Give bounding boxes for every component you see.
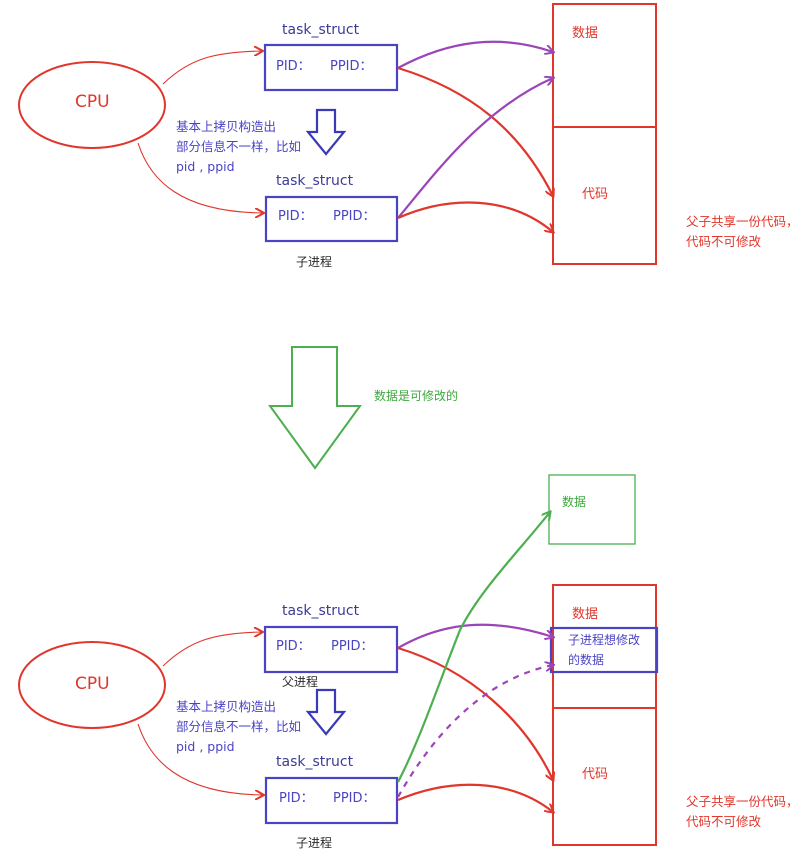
parent-to-code-arrow-top [397, 66, 553, 196]
cpu-to-child-arrow-bottom [137, 723, 263, 795]
child-pid-label-top: PID： [278, 209, 313, 224]
cpu-to-parent-arrow-bottom [162, 632, 262, 667]
parent-struct-title-bottom: task_struct [282, 603, 360, 619]
modify-target-box [549, 626, 659, 674]
parent-caption-bottom: 父进程 [282, 675, 319, 689]
child-ppid-label-top: PPID： [333, 209, 376, 224]
cpu-label-top: CPU [75, 92, 110, 112]
parent-task-struct-box-top [263, 43, 399, 92]
child-ppid-label-bottom: PPID： [333, 791, 376, 806]
parent-to-data-arrow-bottom [397, 623, 553, 649]
memory-block-bottom [552, 584, 657, 846]
memory-data-label-top: 数据 [572, 26, 599, 41]
child-to-old-data-dashed-arrow [397, 665, 553, 798]
child-caption-top: 子进程 [296, 255, 333, 269]
memory-code-label-bottom: 代码 [582, 767, 609, 782]
copy-down-arrow-bottom [305, 688, 347, 736]
child-to-code-arrow-bottom [397, 783, 553, 812]
copy-down-arrow-top [305, 108, 347, 156]
share-note-bottom: 父子共享一份代码， 代码不可修改 [686, 794, 799, 829]
parent-task-struct-box-bottom [263, 625, 399, 674]
parent-ppid-label-top: PPID： [330, 59, 373, 74]
parent-pid-label-bottom: PID： [276, 639, 311, 654]
cpu-label-bottom: CPU [75, 674, 110, 694]
memory-code-label-top: 代码 [582, 187, 609, 202]
child-struct-title-bottom: task_struct [276, 754, 354, 770]
memory-block-top [552, 3, 657, 265]
child-struct-title-top: task_struct [276, 173, 354, 189]
memory-data-label-bottom: 数据 [572, 607, 599, 622]
child-task-struct-box-bottom [264, 776, 399, 825]
modify-box-text: 子进程想修改 的数据 [568, 633, 641, 667]
data-modifiable-note: 数据是可修改的 [374, 389, 459, 403]
parent-to-data-arrow-top [397, 40, 553, 69]
copy-note-top: 基本上拷贝构造出 部分信息不一样，比如 pid , ppid [176, 119, 302, 174]
cpu-to-parent-arrow-top [162, 51, 262, 85]
new-data-label: 数据 [562, 495, 587, 509]
parent-to-code-arrow-bottom [397, 646, 553, 780]
child-task-struct-box-top [264, 195, 399, 243]
new-data-box [548, 474, 636, 545]
child-pid-label-bottom: PID： [279, 791, 314, 806]
parent-pid-label-top: PID： [276, 59, 311, 74]
transition-down-arrow [268, 346, 362, 470]
parent-ppid-label-bottom: PPID： [331, 639, 374, 654]
cpu-ellipse-top [18, 61, 166, 149]
child-caption-bottom: 子进程 [296, 836, 333, 850]
share-note-top: 父子共享一份代码， 代码不可修改 [686, 214, 799, 249]
cpu-ellipse-bottom [18, 641, 166, 729]
copy-note-bottom: 基本上拷贝构造出 部分信息不一样，比如 pid , ppid [176, 699, 302, 754]
child-to-new-data-arrow [397, 512, 550, 783]
cpu-to-child-arrow-top [137, 142, 263, 213]
child-to-code-arrow-top [397, 201, 553, 232]
parent-struct-title-top: task_struct [282, 22, 360, 38]
child-to-data-arrow-top [397, 78, 553, 219]
